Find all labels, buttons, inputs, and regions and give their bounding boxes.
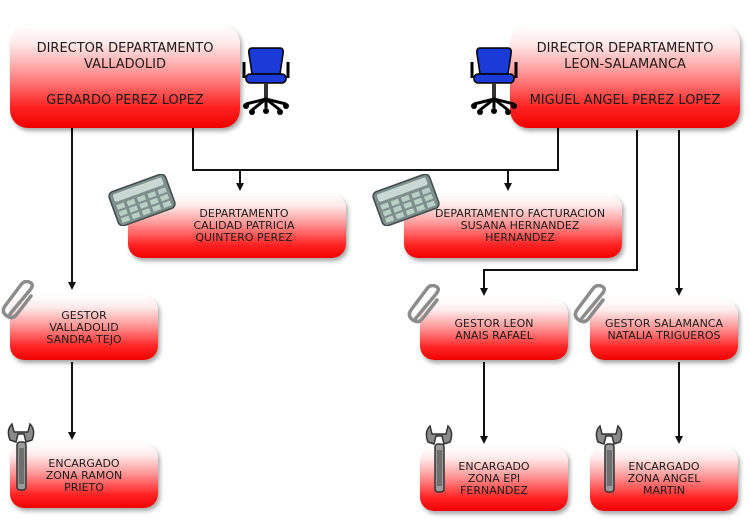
encargado-line: ENCARGADO (48, 457, 120, 470)
gestor-line: GESTOR LEON (454, 317, 534, 330)
encargado-line: ENCARGADO (628, 460, 700, 473)
encargado-line: ZONA EPI (467, 472, 521, 485)
gestor-line: NATALIA TRIGUEROS (607, 329, 721, 342)
department-line: DEPARTAMENTO (199, 207, 289, 220)
director-title: DIRECTOR DEPARTAMENTO (536, 41, 714, 56)
gestor-line: SANDRA TEJO (46, 333, 122, 346)
director-name: GERARDO PEREZ LOPEZ (46, 93, 204, 108)
encargado-line: PRIETO (64, 481, 104, 494)
calculator-icon (108, 174, 176, 226)
director-region: LEON-SALAMANCA (564, 57, 686, 72)
gestor-valladolid-box: GESTOR VALLADOLID SANDRA TEJO (10, 296, 158, 360)
director-leon-salamanca-box: DIRECTOR DEPARTAMENTO LEON-SALAMANCA MIG… (510, 25, 740, 128)
department-line: CALIDAD PATRICIA (193, 219, 295, 232)
encargado-line: ENCARGADO (458, 460, 530, 473)
wrench-icon (425, 424, 453, 493)
paperclip-icon (1, 280, 34, 320)
department-line: SUSANA HERNANDEZ (460, 219, 580, 232)
connector-directors-to-departments (192, 128, 559, 171)
connector-director-leon-to-gestor-leon (480, 130, 638, 296)
encargado-line: ZONA RAMON (45, 469, 123, 482)
wrench-icon (595, 424, 623, 493)
paperclip-icon (573, 284, 606, 324)
director-title: DIRECTOR DEPARTAMENTO (36, 41, 214, 56)
encargado-line: MARTIN (642, 484, 686, 497)
gestor-line: GESTOR SALAMANCA (604, 317, 724, 330)
gestor-line: GESTOR (61, 309, 107, 322)
paperclip-icon (407, 284, 440, 324)
calculator-icon (372, 174, 440, 226)
encargado-line: FERNANDEZ (460, 484, 528, 497)
encargado-ramon-box: ENCARGADO ZONA RAMON PRIETO (10, 444, 158, 508)
director-region: VALLADOLID (84, 57, 166, 72)
department-calidad-box: DEPARTAMENTO CALIDAD PATRICIA QUINTERO P… (128, 194, 346, 258)
gestor-salamanca-box: GESTOR SALAMANCA NATALIA TRIGUEROS (590, 300, 738, 360)
wrench-icon (7, 422, 35, 491)
office-chair-icon (470, 47, 518, 115)
department-line: QUINTERO PEREZ (195, 231, 293, 244)
gestor-leon-box: GESTOR LEON ANAIS RAFAEL (420, 300, 568, 360)
department-line: HERNANDEZ (485, 231, 555, 244)
gestor-line: ANAIS RAFAEL (455, 329, 533, 342)
department-line: DEPARTAMENTO FACTURACION (434, 207, 606, 220)
gestor-line: VALLADOLID (49, 321, 119, 334)
director-name: MIGUEL ANGEL PEREZ LOPEZ (529, 93, 721, 108)
office-chair-icon (242, 47, 290, 115)
department-facturacion-box: DEPARTAMENTO FACTURACION SUSANA HERNANDE… (404, 194, 622, 258)
director-valladolid-box: DIRECTOR DEPARTAMENTO VALLADOLID GERARDO… (10, 25, 240, 128)
encargado-line: ZONA ANGEL (627, 472, 701, 485)
